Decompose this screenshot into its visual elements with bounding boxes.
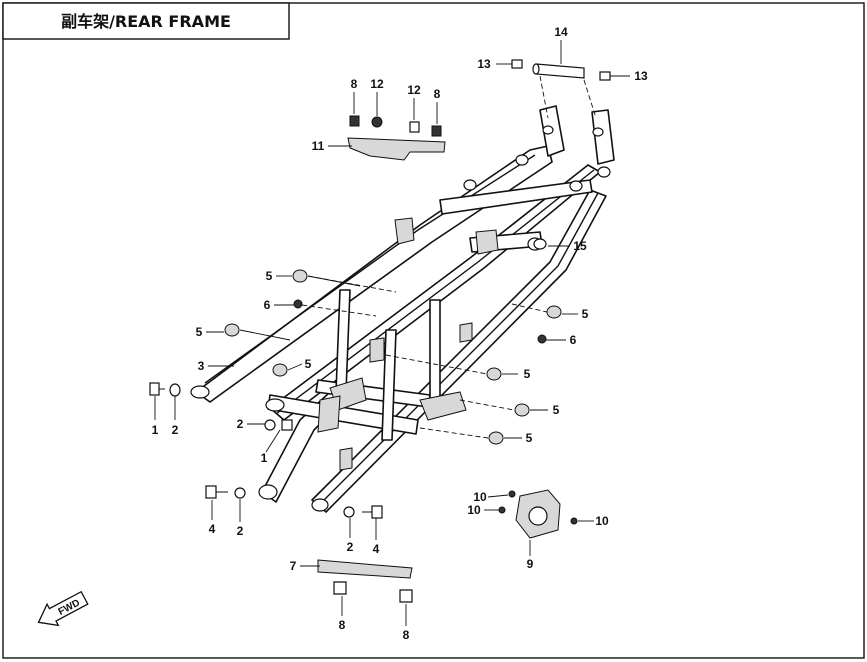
part-15-bushing — [533, 238, 547, 250]
callout-2-lower-right: 2 — [347, 540, 354, 554]
callout-5-f: 5 — [553, 403, 560, 417]
part-4-bolt-lower-left — [205, 485, 246, 499]
part-11-bracket — [347, 115, 446, 161]
callout-5-g: 5 — [526, 431, 533, 445]
callout-6-left: 6 — [264, 298, 271, 312]
callout-12-top-left: 12 — [370, 77, 384, 91]
part-7-bracket — [317, 559, 413, 603]
callout-8-lower-right: 8 — [403, 628, 410, 642]
fwd-arrow-icon: FWD — [37, 590, 89, 627]
callout-labels: 14 13 13 8 12 12 8 11 15 5 6 5 3 5 5 6 5… — [152, 25, 648, 642]
callout-5-c: 5 — [305, 357, 312, 371]
callout-4-left: 4 — [209, 522, 216, 536]
callout-8-lower-left: 8 — [339, 618, 346, 632]
callout-10-c: 10 — [595, 514, 609, 528]
part-9-plate — [498, 489, 578, 539]
callout-5-d: 5 — [582, 307, 589, 321]
part-6-nut-left — [293, 299, 303, 309]
callout-4-right: 4 — [373, 542, 380, 556]
callout-5-a: 5 — [266, 269, 273, 283]
callout-6-right: 6 — [570, 333, 577, 347]
callout-9: 9 — [527, 557, 534, 571]
callout-14: 14 — [554, 25, 568, 39]
callout-2-lower-left: 2 — [237, 524, 244, 538]
part-14-rod — [532, 63, 585, 79]
callout-13-left: 13 — [477, 57, 491, 71]
callout-15: 15 — [573, 239, 587, 253]
callout-8-top-left: 8 — [351, 77, 358, 91]
callout-2-upper: 2 — [172, 423, 179, 437]
page-title: 副车架/REAR FRAME — [61, 12, 231, 31]
leader-lines — [154, 40, 594, 626]
callout-11: 11 — [312, 139, 325, 153]
callout-7: 7 — [290, 559, 297, 573]
callout-1-upper: 1 — [152, 423, 159, 437]
part-4-bolt-lower-right — [343, 505, 383, 519]
callout-10-b: 10 — [467, 503, 481, 517]
rear-frame — [190, 105, 615, 513]
callout-10-a: 10 — [473, 490, 487, 504]
title-box — [2, 2, 290, 40]
callout-1-mid: 1 — [261, 451, 268, 465]
callout-3: 3 — [198, 359, 205, 373]
fwd-label: FWD — [57, 597, 82, 617]
callout-12-top-right: 12 — [407, 83, 421, 97]
callout-13-right: 13 — [634, 69, 648, 83]
part-13-bolt-left — [496, 59, 523, 69]
callout-8-top-right: 8 — [434, 87, 441, 101]
part-6-nut-right — [537, 334, 547, 344]
part-1-bolt-upper — [149, 382, 181, 397]
callout-5-b: 5 — [196, 325, 203, 339]
callout-2-mid: 2 — [237, 417, 244, 431]
part-5-washers — [224, 269, 562, 445]
part-2-washer-mid — [264, 419, 293, 431]
callout-5-e: 5 — [524, 367, 531, 381]
part-13-bolt-right — [599, 71, 630, 81]
